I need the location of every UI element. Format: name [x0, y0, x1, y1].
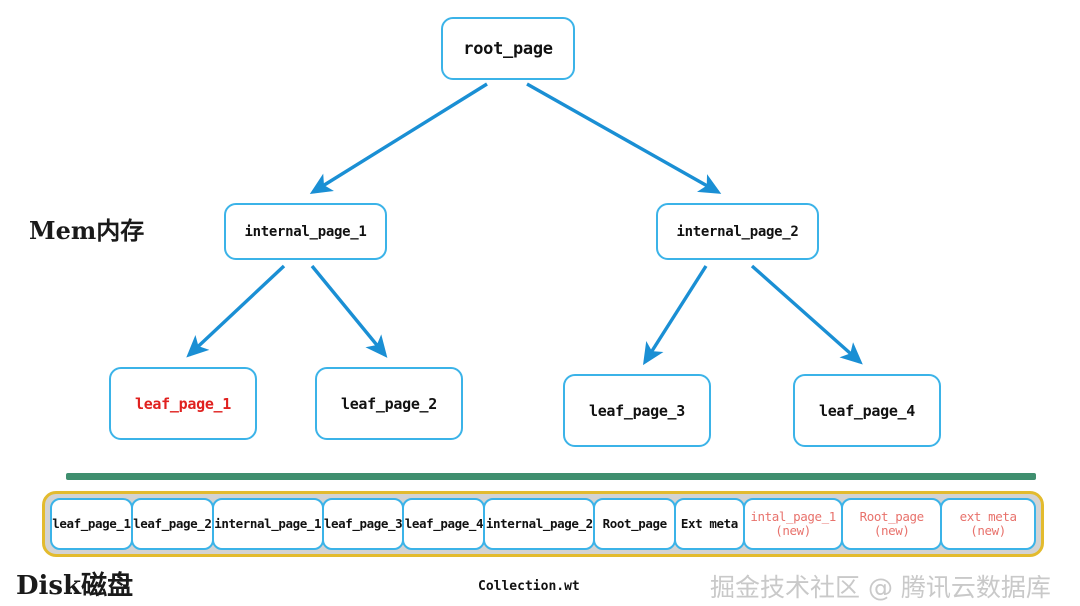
- disk-cell[interactable]: internal_page_2: [483, 498, 596, 550]
- node-leaf-page-4[interactable]: leaf_page_4: [793, 374, 941, 447]
- disk-cell-label: leaf_page_4: [404, 515, 484, 531]
- arrow-internal1-to-leaf1: [186, 264, 286, 358]
- arrow-root-to-internal2: [526, 82, 722, 194]
- memory-section-label: Mem内存: [29, 216, 145, 245]
- disk-cell[interactable]: leaf_page_3: [321, 498, 405, 550]
- collection-file-label: Collection.wt: [478, 579, 580, 594]
- disk-cell[interactable]: leaf_page_4: [402, 498, 486, 550]
- disk-cell[interactable]: Root_page(new): [841, 498, 943, 550]
- arrow-internal1-to-leaf2: [310, 264, 388, 358]
- disk-cell-label: Root_page: [602, 515, 668, 531]
- disk-cell[interactable]: internal_page_1: [211, 498, 324, 550]
- disk-cell-label: leaf_page_1: [52, 515, 131, 531]
- disk-cell[interactable]: leaf_page_1: [50, 498, 133, 550]
- disk-cell-label: intal_page_1: [750, 508, 836, 524]
- disk-cell-sublabel: (new): [873, 523, 910, 538]
- node-leaf-page-2-label: leaf_page_2: [340, 394, 438, 413]
- disk-cell-sublabel: (new): [775, 523, 811, 538]
- disk-cell-sublabel: (new): [970, 523, 1006, 538]
- disk-cell-label: Ext meta: [680, 515, 738, 531]
- arrow-internal2-to-leaf3: [642, 265, 708, 366]
- node-internal-page-1-label: internal_page_1: [244, 223, 367, 240]
- disk-cell-label: internal_page_2: [485, 515, 593, 531]
- node-leaf-page-1-label: leaf_page_1: [134, 394, 232, 413]
- arrow-internal2-to-leaf4: [750, 264, 863, 365]
- node-internal-page-2-label: internal_page_2: [676, 223, 799, 240]
- node-leaf-page-2[interactable]: leaf_page_2: [315, 367, 463, 440]
- memory-disk-divider: [66, 473, 1036, 480]
- disk-cell-label: Root_page: [859, 508, 925, 524]
- node-internal-page-1[interactable]: internal_page_1: [224, 203, 387, 260]
- node-leaf-page-1[interactable]: leaf_page_1: [109, 367, 257, 440]
- disk-cell[interactable]: leaf_page_2: [130, 498, 214, 550]
- disk-cell[interactable]: intal_page_1(new): [742, 498, 844, 550]
- disk-cell-label: internal_page_1: [214, 515, 322, 531]
- disk-cell[interactable]: Root_page: [593, 498, 677, 550]
- node-root-page-label: root_page: [463, 38, 553, 59]
- disk-cell[interactable]: Ext meta: [674, 498, 745, 550]
- node-leaf-page-3-label: leaf_page_3: [588, 401, 686, 420]
- disk-section-label: Disk磁盘: [16, 571, 134, 601]
- node-leaf-page-4-label: leaf_page_4: [818, 401, 916, 420]
- disk-cell-label: leaf_page_2: [133, 515, 212, 531]
- arrow-root-to-internal1: [309, 82, 488, 194]
- node-root-page[interactable]: root_page: [441, 17, 575, 80]
- watermark-text: 掘金技术社区 @ 腾讯云数据库: [710, 573, 1051, 602]
- disk-cell[interactable]: ext meta(new): [940, 498, 1037, 550]
- node-leaf-page-3[interactable]: leaf_page_3: [563, 374, 711, 447]
- disk-cell-label: ext meta: [959, 508, 1017, 524]
- node-internal-page-2[interactable]: internal_page_2: [656, 203, 819, 260]
- disk-cell-label: leaf_page_3: [323, 515, 403, 531]
